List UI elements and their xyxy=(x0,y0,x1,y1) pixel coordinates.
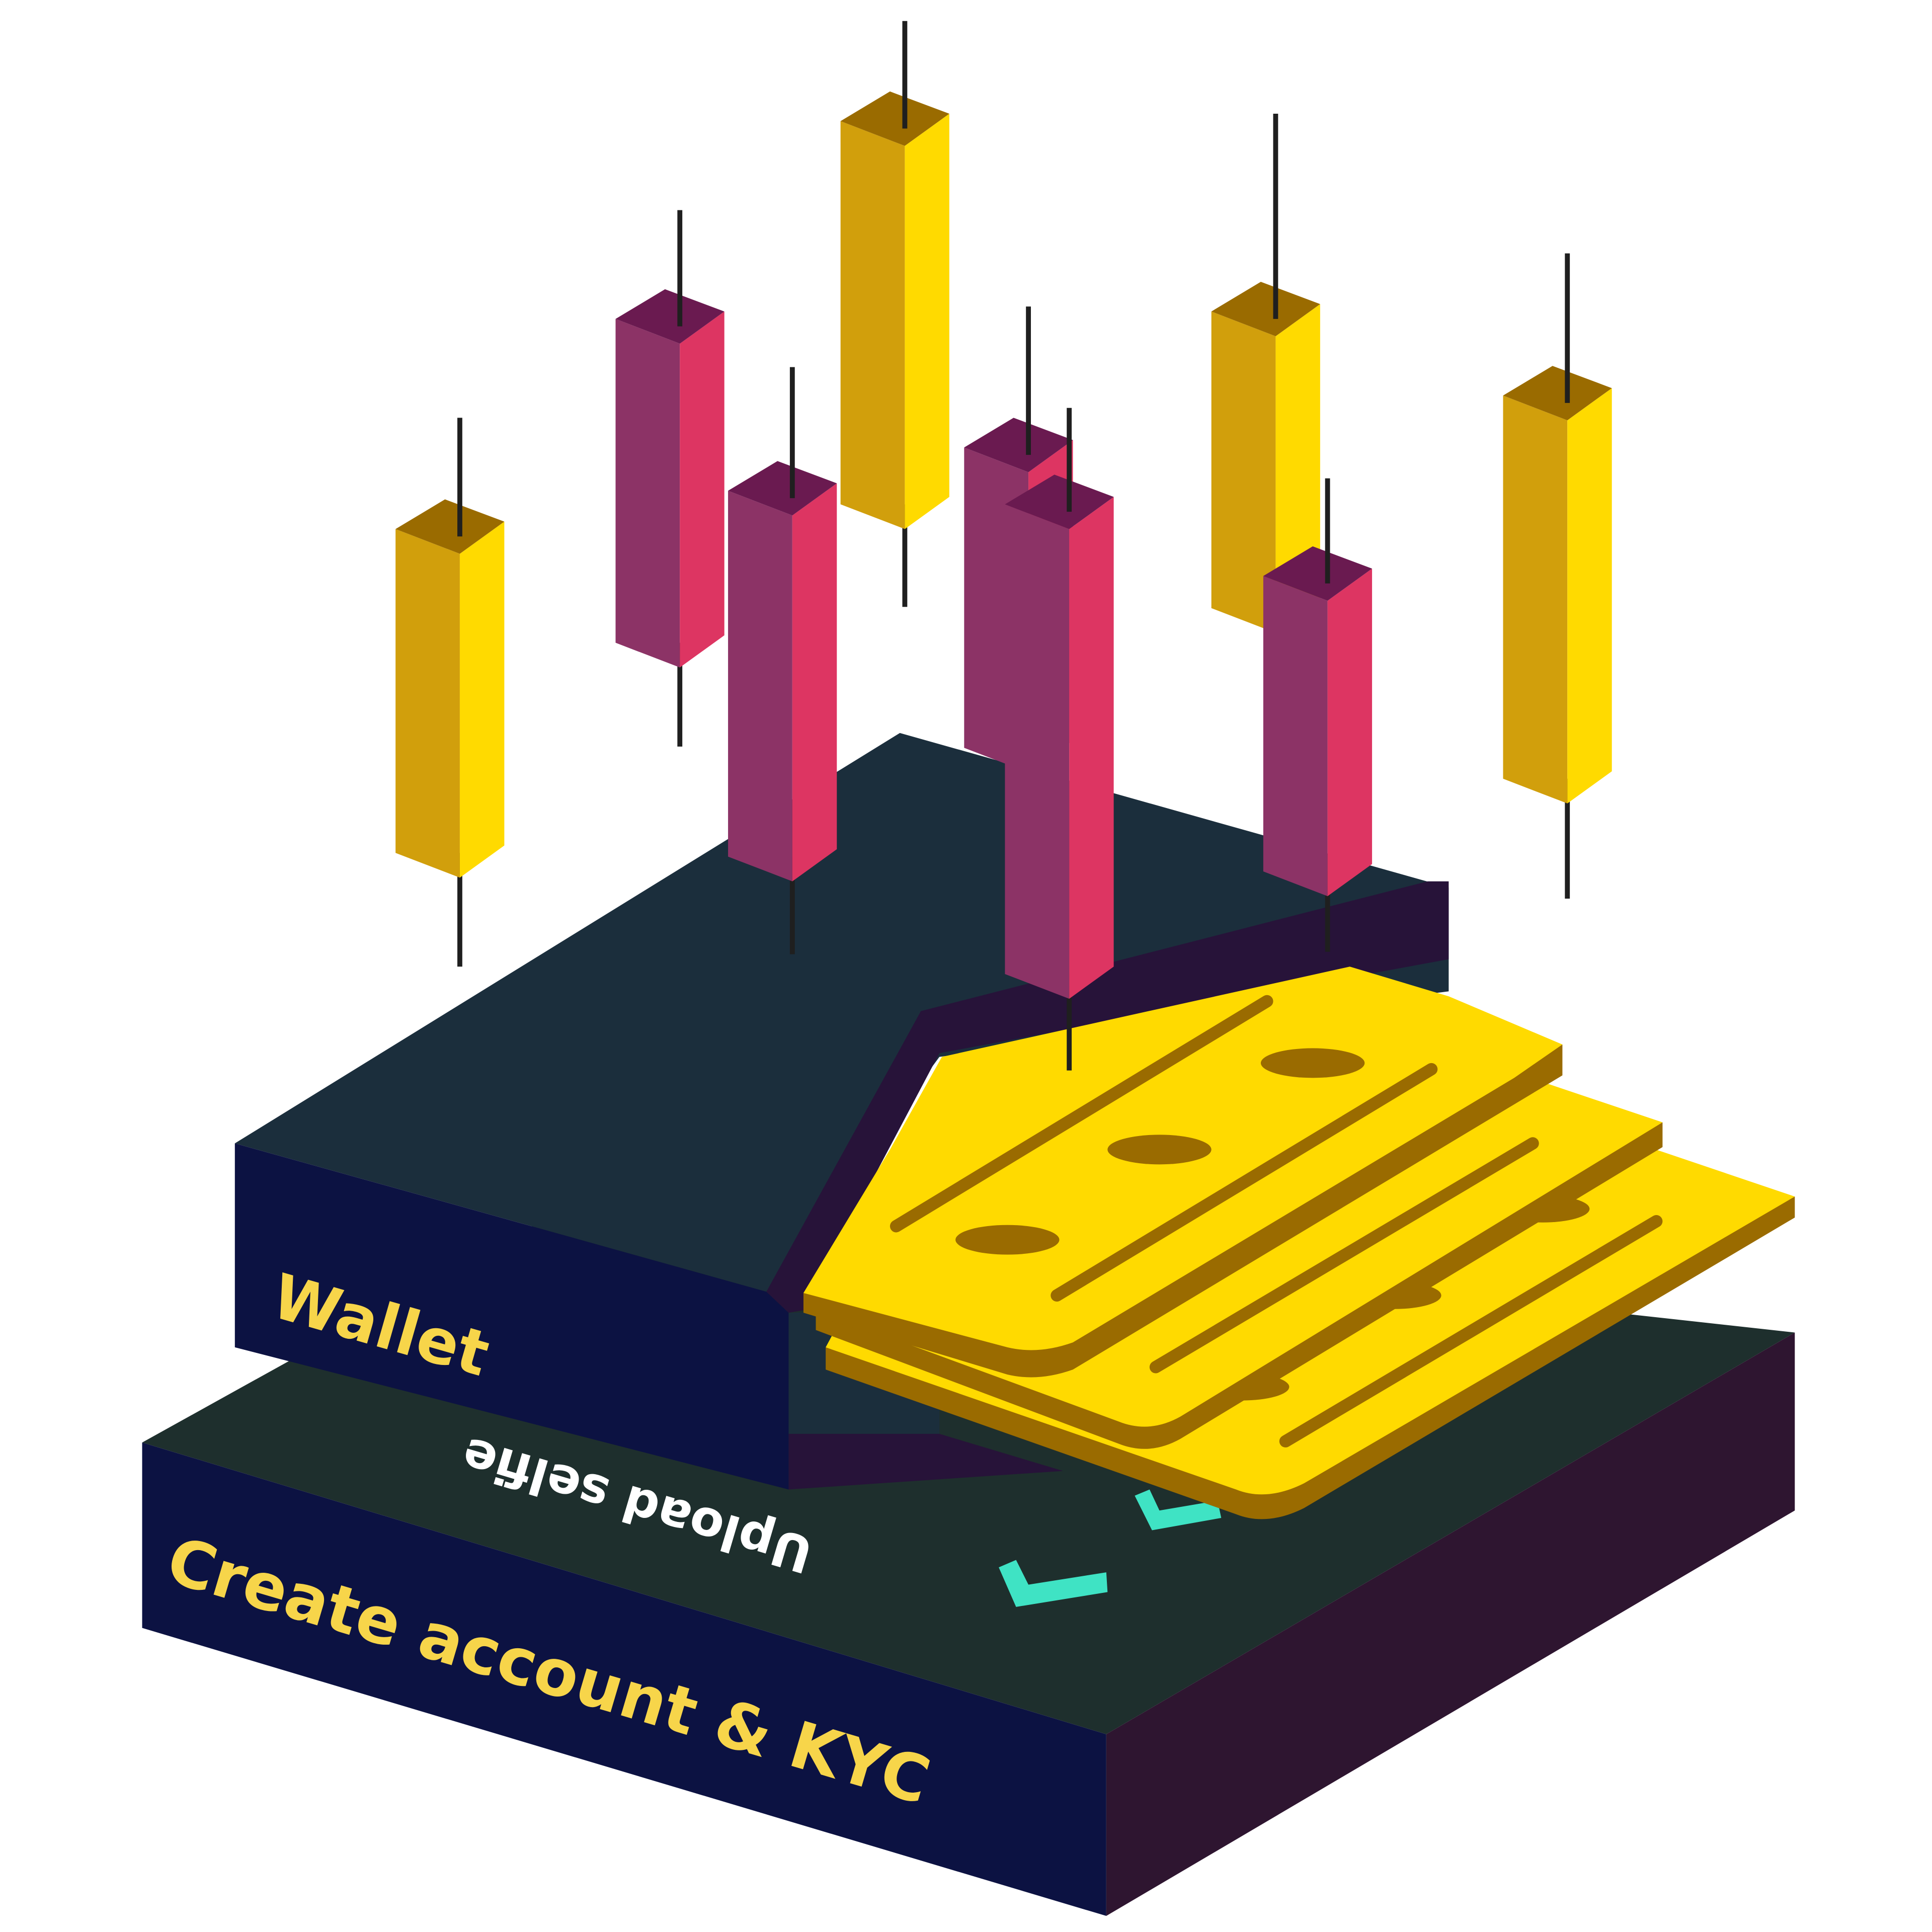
candlestick-icon xyxy=(1005,408,1114,1071)
kyc-block-side xyxy=(1106,1332,1795,1916)
candle-body-front xyxy=(1005,504,1070,999)
candle-body-side xyxy=(459,521,505,878)
candle-body-front xyxy=(1211,311,1276,633)
checkmark-icon xyxy=(1135,1489,1222,1531)
candle-body-top xyxy=(1263,546,1373,601)
candle-body-top xyxy=(615,289,725,344)
candle-body-front xyxy=(615,318,680,668)
candle-body-top xyxy=(1005,474,1114,529)
candle-body-front xyxy=(728,491,792,881)
wallet-block-notch-shade xyxy=(788,1433,1063,1490)
wallet-block-top xyxy=(234,733,1449,1292)
candle-body-front xyxy=(1263,576,1328,897)
candle-body-side xyxy=(680,311,725,668)
candle-body-top xyxy=(1503,366,1612,421)
candle-body-side xyxy=(1567,388,1612,803)
candle-body-front xyxy=(1503,395,1568,803)
candlestick-icon xyxy=(1263,478,1373,952)
candle-body-front xyxy=(395,529,460,878)
candle-body-side xyxy=(1069,497,1114,999)
candlestick-icon xyxy=(1503,253,1612,899)
candlestick-icon xyxy=(728,367,837,954)
candle-body-top xyxy=(840,91,949,146)
candle-body-top xyxy=(964,418,1073,472)
wallet-block-front xyxy=(234,1143,789,1490)
checkmark-icon xyxy=(999,1560,1108,1607)
candlestick-icon xyxy=(840,21,949,607)
candle-body-top xyxy=(728,461,837,516)
candle-body-top xyxy=(1211,282,1320,337)
kyc-block-front xyxy=(142,1442,1106,1916)
card-stack-icon xyxy=(803,967,1795,1519)
candle-body-front xyxy=(840,121,905,529)
wallet-card-1 xyxy=(803,967,1563,1378)
candle-body-side xyxy=(905,114,949,529)
candlestick-chart-decoration xyxy=(395,21,1612,1071)
candle-body-top xyxy=(395,499,505,554)
candlestick-icon xyxy=(395,418,505,967)
candle-body-side xyxy=(1327,569,1373,897)
candlestick-icon xyxy=(615,210,725,747)
candle-body-side xyxy=(792,483,837,881)
